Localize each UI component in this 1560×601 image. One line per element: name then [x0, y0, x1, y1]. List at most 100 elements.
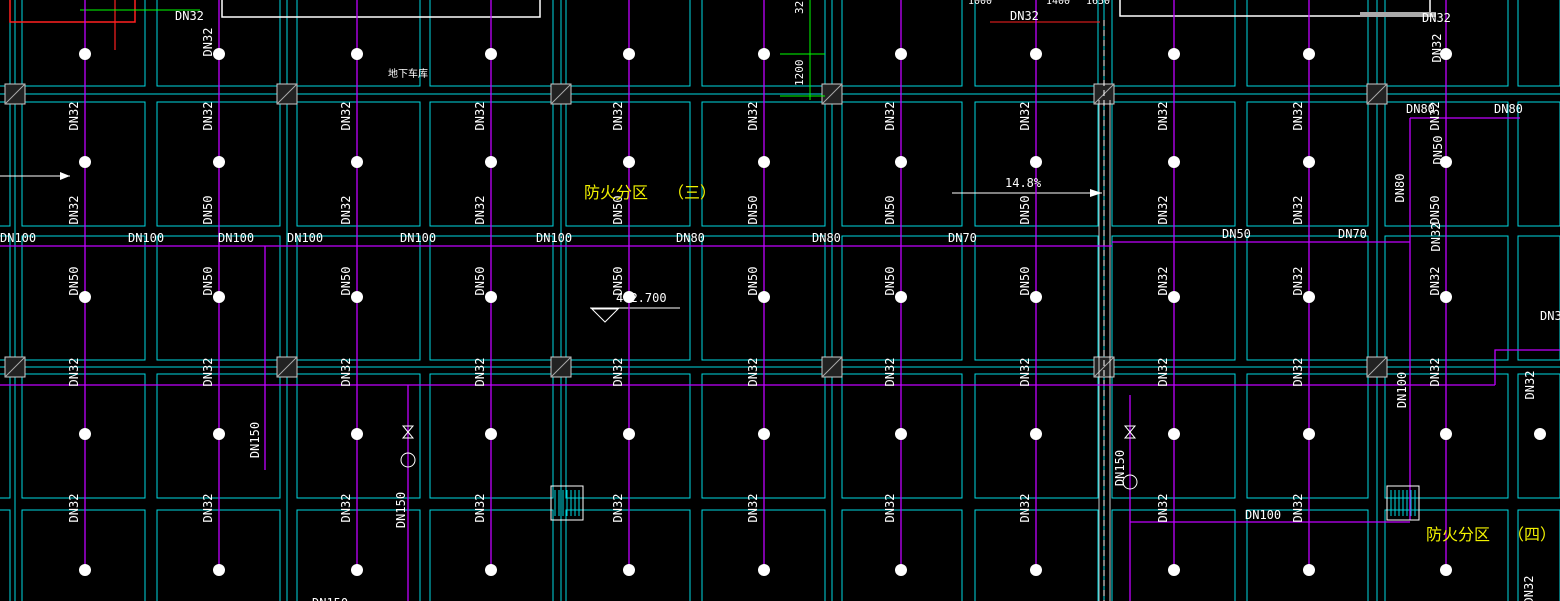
parking-bay	[1517, 235, 1560, 361]
parking-bay	[21, 101, 146, 227]
branch-size-label: DN32	[201, 28, 215, 57]
parking-bay	[841, 0, 963, 87]
parking-bay	[841, 509, 963, 601]
sprinkler-head	[1168, 291, 1180, 303]
pipe-size-label: DN32	[1422, 11, 1451, 25]
parking-bay	[1246, 235, 1369, 361]
column-hatch	[821, 356, 843, 378]
main-pipe-size-label: DN100	[536, 231, 572, 245]
parking-bay	[296, 235, 421, 361]
column-hatch	[821, 83, 843, 105]
sprinkler-head	[758, 156, 770, 168]
sprinkler-head	[1303, 48, 1315, 60]
branch-size-label: DN32	[339, 102, 353, 131]
branch-size-label: DN32	[473, 494, 487, 523]
pipe-size-label: DN80	[1406, 102, 1435, 116]
branch-size-label: DN32	[1156, 494, 1170, 523]
parking-bay	[565, 0, 691, 87]
parking-bay	[21, 373, 146, 499]
dim-1000-label: 1000	[968, 0, 992, 7]
branch-size-label: DN32	[473, 102, 487, 131]
branch-size-label: DN32	[883, 102, 897, 131]
drain-grate-icon	[1386, 485, 1420, 521]
branch-size-label: DN32	[67, 358, 81, 387]
branch-size-label: DN50	[883, 267, 897, 296]
riser-size-label: DN150	[1113, 450, 1127, 486]
parking-bay	[296, 509, 421, 601]
pipe-size-label: DN100	[1395, 372, 1409, 408]
main-pipe	[1494, 349, 1560, 385]
sprinkler-head	[895, 428, 907, 440]
sprinkler-head	[1168, 156, 1180, 168]
main-pipe-size-label: DN80	[812, 231, 841, 245]
sprinkler-head	[351, 428, 363, 440]
branch-size-label: DN32	[611, 102, 625, 131]
branch-size-label: DN32	[1156, 102, 1170, 131]
parking-bay	[841, 235, 963, 361]
pipe-size-label: DN80	[1393, 174, 1407, 203]
main-pipe-size-label: DN80	[676, 231, 705, 245]
dim-1650-label: 1650	[1086, 0, 1110, 7]
sprinkler-head	[758, 48, 770, 60]
pipe-size-label: DN50	[1431, 136, 1445, 165]
column-hatch	[4, 356, 26, 378]
valve-symbols	[400, 425, 1420, 521]
parking-bay	[1246, 509, 1369, 601]
fire-zone-3-number: （三）	[668, 183, 716, 202]
parking-bay	[1517, 373, 1560, 499]
sprinkler-head	[758, 428, 770, 440]
sprinkler-head	[79, 48, 91, 60]
parking-bay	[296, 373, 421, 499]
sprinkler-heads	[79, 48, 1546, 576]
branch-size-label: DN32	[1291, 494, 1305, 523]
branch-size-label: DN50	[1428, 196, 1442, 225]
branch-size-label: DN32	[339, 196, 353, 225]
riser-size-label: DN150	[394, 492, 408, 528]
branch-size-label: DN32	[746, 494, 760, 523]
dim-320-label: 320	[793, 0, 806, 14]
flow-switch-icon	[400, 452, 416, 468]
sprinkler-head	[1440, 48, 1452, 60]
sprinkler-head	[1303, 156, 1315, 168]
branch-size-label: DN50	[1018, 267, 1032, 296]
branch-size-label: DN32	[746, 102, 760, 131]
branch-size-label: DN32	[746, 358, 760, 387]
pipe-size-label: DN32	[175, 9, 204, 23]
riser-size-label: DN150	[312, 596, 348, 601]
parking-bay	[0, 235, 11, 361]
sprinkler-head	[485, 48, 497, 60]
branch-size-label: DN50	[746, 196, 760, 225]
branch-size-label: DN32	[67, 196, 81, 225]
sprinkler-head	[79, 428, 91, 440]
sprinkler-head	[1303, 564, 1315, 576]
main-pipe-size-label: DN100	[128, 231, 164, 245]
sprinkler-head	[1303, 291, 1315, 303]
sprinkler-head	[485, 156, 497, 168]
wall-slab	[1360, 12, 1436, 17]
parking-bay	[1246, 373, 1369, 499]
sprinkler-head	[485, 564, 497, 576]
branch-size-label: DN32	[611, 358, 625, 387]
parking-bay	[1517, 509, 1560, 601]
sprinkler-head	[623, 48, 635, 60]
branch-size-label: DN32	[883, 358, 897, 387]
column-hatch	[550, 83, 572, 105]
branch-size-label: DN32	[339, 494, 353, 523]
parking-bay	[21, 235, 146, 361]
sprinkler-head	[1168, 428, 1180, 440]
branch-size-label: DN32	[1291, 196, 1305, 225]
sprinkler-head	[485, 428, 497, 440]
drain-grate-icon	[550, 485, 584, 521]
branch-size-label: DN32	[1291, 102, 1305, 131]
wall-lines	[0, 0, 1436, 601]
branch-size-label: DN32	[1428, 102, 1442, 131]
branch-size-label: DN50	[611, 267, 625, 296]
wall-top-right	[1119, 0, 1431, 17]
branch-size-label: DN32	[1430, 34, 1444, 63]
parking-bay	[841, 101, 963, 227]
sprinkler-head	[1030, 428, 1042, 440]
sprinkler-head	[79, 156, 91, 168]
column-hatch	[1366, 83, 1388, 105]
